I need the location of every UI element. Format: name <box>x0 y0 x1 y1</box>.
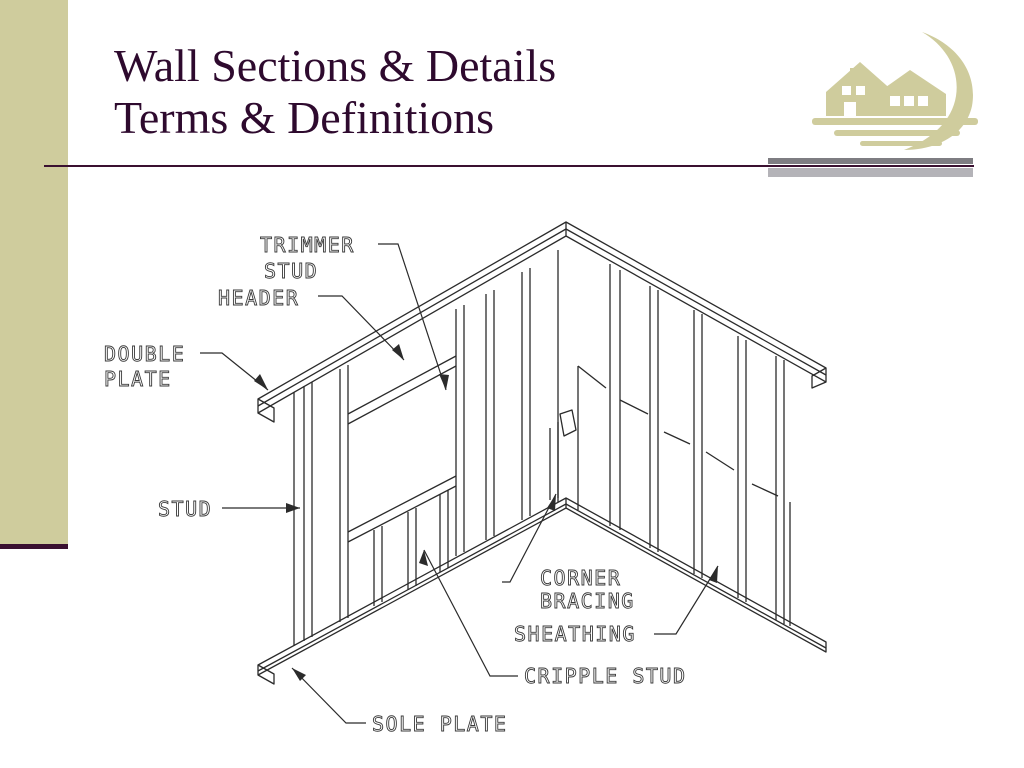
wall-framing-lines <box>257 221 827 685</box>
accent-bars <box>768 158 973 178</box>
house-logo-icon <box>812 32 978 150</box>
label-sole-plate: SOLE PLATE <box>372 712 507 736</box>
label-double: DOUBLE <box>104 342 185 366</box>
label-plate: PLATE <box>104 367 172 391</box>
title-line-1: Wall Sections & Details <box>114 40 557 91</box>
label-trimmer: TRIMMER <box>260 233 355 257</box>
label-trimmer-stud: STUD <box>264 259 318 283</box>
accent-bar-dark <box>768 158 973 164</box>
label-header: HEADER <box>218 286 299 310</box>
accent-bar-light <box>768 168 973 177</box>
label-leaders <box>200 243 719 724</box>
side-band-rule <box>0 544 68 549</box>
label-bracing: BRACING <box>540 589 635 613</box>
side-band <box>0 0 68 547</box>
leader-arrowheads <box>254 344 718 681</box>
title-line-2: Terms & Definitions <box>114 92 495 143</box>
label-cripple-stud: CRIPPLE STUD <box>524 664 687 688</box>
label-stud: STUD <box>158 497 212 521</box>
label-sheathing: SHEATHING <box>514 622 636 646</box>
slide-title: Wall Sections & Details Terms & Definiti… <box>114 40 556 144</box>
label-corner: CORNER <box>540 566 621 590</box>
title-rule <box>44 165 974 167</box>
